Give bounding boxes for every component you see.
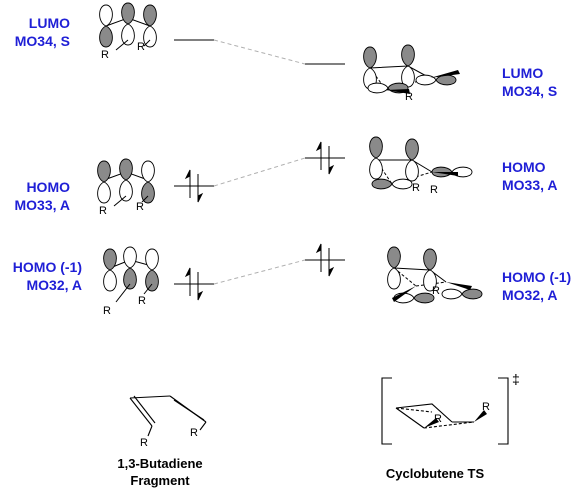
- homo-correlation: [213, 157, 306, 187]
- r-label: R: [482, 401, 490, 413]
- fragment-homo-1-label: HOMO (-1) MO32, A: [2, 258, 82, 294]
- fragment-homo-1-mo: MO32, A: [26, 277, 83, 293]
- ts-homo-name: HOMO: [502, 159, 546, 175]
- cyclobutene-ts-structure: [381, 377, 509, 445]
- r-label: R: [412, 182, 420, 194]
- r-label: R: [136, 201, 144, 213]
- ts-homo-electrons: [315, 141, 335, 175]
- ts-homo-1-label: HOMO (-1) MO32, A: [502, 268, 582, 304]
- r-label: R: [405, 91, 413, 103]
- fragment-homo-electrons: [184, 169, 204, 203]
- fragment-homo-mo: MO33, A: [14, 197, 71, 213]
- r-label: R: [140, 437, 148, 449]
- fragment-caption-line2: Fragment: [130, 473, 190, 488]
- r-label: R: [101, 49, 109, 61]
- ts-homo-label: HOMO MO33, A: [502, 158, 578, 194]
- ts-homo-1-mo: MO32, A: [502, 287, 558, 303]
- fragment-caption-line1: 1,3-Butadiene: [117, 456, 203, 471]
- fragment-caption: 1,3-Butadiene Fragment: [100, 455, 220, 489]
- butadiene-structure: [129, 395, 207, 437]
- ts-lumo-orbitals: R: [363, 44, 460, 103]
- fragment-lumo-orbitals: R R: [99, 2, 157, 61]
- ts-homo-1-orbitals: R: [387, 246, 483, 304]
- fragment-homo-label: HOMO MO33, A: [8, 178, 71, 214]
- fragment-homo-1-electrons: [184, 267, 204, 301]
- r-label: R: [430, 184, 438, 196]
- ts-lumo-label: LUMO MO34, S: [502, 64, 578, 100]
- fragment-homo-name: HOMO: [26, 179, 70, 195]
- r-label: R: [137, 41, 145, 53]
- lumo-correlation: [213, 39, 306, 65]
- ts-homo-1-electrons: [315, 243, 335, 277]
- r-label: R: [138, 295, 146, 307]
- r-label: R: [434, 413, 442, 425]
- fragment-homo-1-name: HOMO (-1): [12, 259, 82, 275]
- ts-homo-orbitals: R R: [369, 136, 473, 196]
- fragment-homo-orbitals: R R: [97, 158, 155, 217]
- ts-caption: Cyclobutene TS: [365, 465, 505, 482]
- fragment-lumo-mo: MO34, S: [14, 33, 70, 49]
- ts-homo-mo: MO33, A: [502, 177, 558, 193]
- r-label: R: [99, 205, 107, 217]
- fragment-lumo-name: LUMO: [28, 15, 70, 31]
- fragment-lumo-label: LUMO MO34, S: [8, 14, 70, 50]
- double-dagger: ‡: [512, 371, 520, 387]
- r-label: R: [103, 305, 111, 317]
- ts-lumo-mo: MO34, S: [502, 83, 558, 99]
- r-label: R: [432, 285, 440, 297]
- ts-lumo-name: LUMO: [502, 65, 544, 81]
- homo-1-correlation: [213, 259, 306, 285]
- ts-homo-1-name: HOMO (-1): [502, 269, 572, 285]
- ts-caption-line1: Cyclobutene TS: [385, 466, 485, 481]
- fragment-homo-1-orbitals: R R: [103, 246, 159, 317]
- r-label: R: [190, 427, 198, 439]
